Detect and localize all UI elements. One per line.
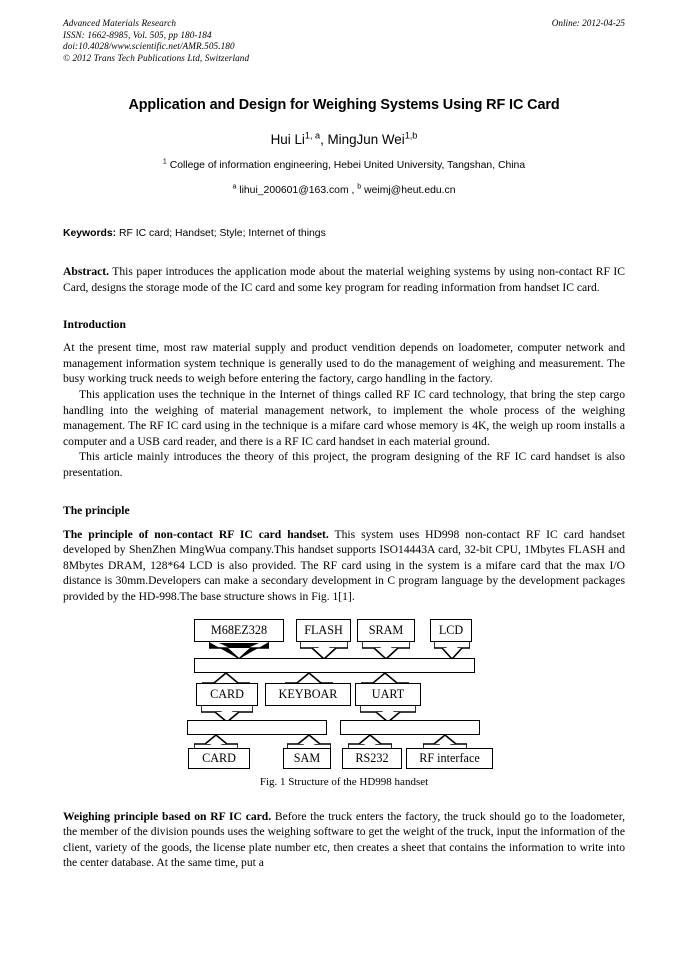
block-card-controller: CARD xyxy=(196,682,258,706)
affiliation-line: 1 College of information engineering, He… xyxy=(63,159,625,173)
principle-subsection-2: Weighing principle based on RF IC card. … xyxy=(63,809,625,871)
block-m68ez328: M68EZ328 xyxy=(194,618,284,642)
author-1-name: Hui Li xyxy=(270,132,305,147)
figure-1-caption: Fig. 1 Structure of the HD998 handset xyxy=(259,775,429,788)
author-separator: , xyxy=(320,132,328,147)
arrow-keyboar-to-bus xyxy=(285,672,333,689)
keywords-value: RF IC card; Handset; Style; Internet of … xyxy=(116,228,326,239)
system-bus-main xyxy=(194,657,475,673)
figure-1: M68EZ328 FLASH SRAM LCD xyxy=(63,617,625,769)
arrow-sram-to-bus xyxy=(362,641,410,659)
abstract-text: This paper introduces the application mo… xyxy=(63,265,625,294)
email-1[interactable]: lihui_200601@163.com xyxy=(236,185,352,196)
arrow-card-to-subbus xyxy=(201,705,253,722)
arrow-lcd-to-bus xyxy=(434,641,470,659)
email-2[interactable]: weimj@heut.edu.cn xyxy=(361,185,456,196)
arrow-sam-to-subbus xyxy=(287,734,331,750)
affiliation-superscript: 1 xyxy=(162,158,167,166)
author-1-superscript: 1, a xyxy=(304,130,321,141)
arrow-card-to-bus xyxy=(202,672,250,689)
email-2-superscript: b xyxy=(357,183,362,191)
arrow-rf-interface-to-subbus xyxy=(423,734,467,750)
arrow-uart-to-bus xyxy=(361,672,409,689)
sub-bus-uart xyxy=(340,719,480,735)
introduction-paragraph-2: This application uses the technique in t… xyxy=(63,387,625,448)
author-2-name: MingJun Wei xyxy=(327,132,405,147)
keywords-label: Keywords: xyxy=(63,228,117,239)
journal-header: Advanced Materials Research ISSN: 1662-8… xyxy=(63,0,625,74)
introduction-paragraph-1: At the present time, most raw material s… xyxy=(63,341,625,386)
block-rs232: RS232 xyxy=(342,747,402,769)
arrow-flash-to-bus xyxy=(300,641,348,659)
block-sam: SAM xyxy=(283,747,331,769)
block-rf-interface: RF interface xyxy=(406,747,493,769)
abstract-label: Abstract. xyxy=(63,265,110,278)
principle-subsection-1: The principle of non-contact RF IC card … xyxy=(63,527,625,605)
principle-subsection-1-text: This system uses HD998 non-contact RF IC… xyxy=(63,527,625,603)
journal-copyright: © 2012 Trans Tech Publications Ltd, Swit… xyxy=(63,52,250,63)
keywords-line: Keywords: RF IC card; Handset; Style; In… xyxy=(63,227,625,241)
figure-1-diagram: M68EZ328 FLASH SRAM LCD xyxy=(63,617,625,769)
email-line: a lihui_200601@163.com , b weimj@heut.ed… xyxy=(63,184,625,198)
arrow-card-bottom-to-subbus xyxy=(194,734,238,750)
email-1-superscript: a xyxy=(232,183,237,191)
block-flash: FLASH xyxy=(296,618,351,642)
section-heading-introduction: Introduction xyxy=(63,318,126,332)
arrow-rs232-to-subbus xyxy=(348,734,392,750)
block-keyboar: KEYBOAR xyxy=(265,682,351,706)
email-separator: , xyxy=(351,185,358,196)
principle-subsection-2-text: Before the truck enters the factory, the… xyxy=(63,809,625,870)
journal-doi: doi:10.4028/www.scientific.net/AMR.505.1… xyxy=(63,41,235,52)
sub-bus-card xyxy=(187,719,327,735)
principle-subsection-1-label: The principle of non-contact RF IC card … xyxy=(63,527,329,541)
page-title: Application and Design for Weighing Syst… xyxy=(128,97,560,113)
block-lcd: LCD xyxy=(430,618,472,642)
arrow-m68ez328-to-bus xyxy=(209,641,269,659)
page-content: Advanced Materials Research ISSN: 1662-8… xyxy=(63,0,625,871)
author-2-superscript: 1,b xyxy=(404,130,418,141)
journal-online-date: Online: 2012-04-25 xyxy=(551,18,625,28)
journal-issn: ISSN: 1662-8985, Vol. 505, pp 180-184 xyxy=(63,29,212,40)
block-uart: UART xyxy=(355,682,421,706)
author-list: Hui Li1, a, MingJun Wei1,b xyxy=(63,131,625,148)
affiliation-text: College of information engineering, Hebe… xyxy=(166,160,526,171)
section-heading-principle: The principle xyxy=(63,503,130,517)
block-card-slot: CARD xyxy=(188,747,250,769)
abstract-paragraph: Abstract. This paper introduces the appl… xyxy=(63,264,625,295)
arrow-uart-to-subbus xyxy=(360,705,416,722)
principle-subsection-2-label: Weighing principle based on RF IC card. xyxy=(63,809,272,823)
introduction-paragraph-3: This article mainly introduces the theor… xyxy=(63,450,625,479)
journal-name: Advanced Materials Research xyxy=(63,18,177,28)
journal-header-left: Advanced Materials Research ISSN: 1662-8… xyxy=(63,18,625,64)
block-sram: SRAM xyxy=(357,618,415,642)
